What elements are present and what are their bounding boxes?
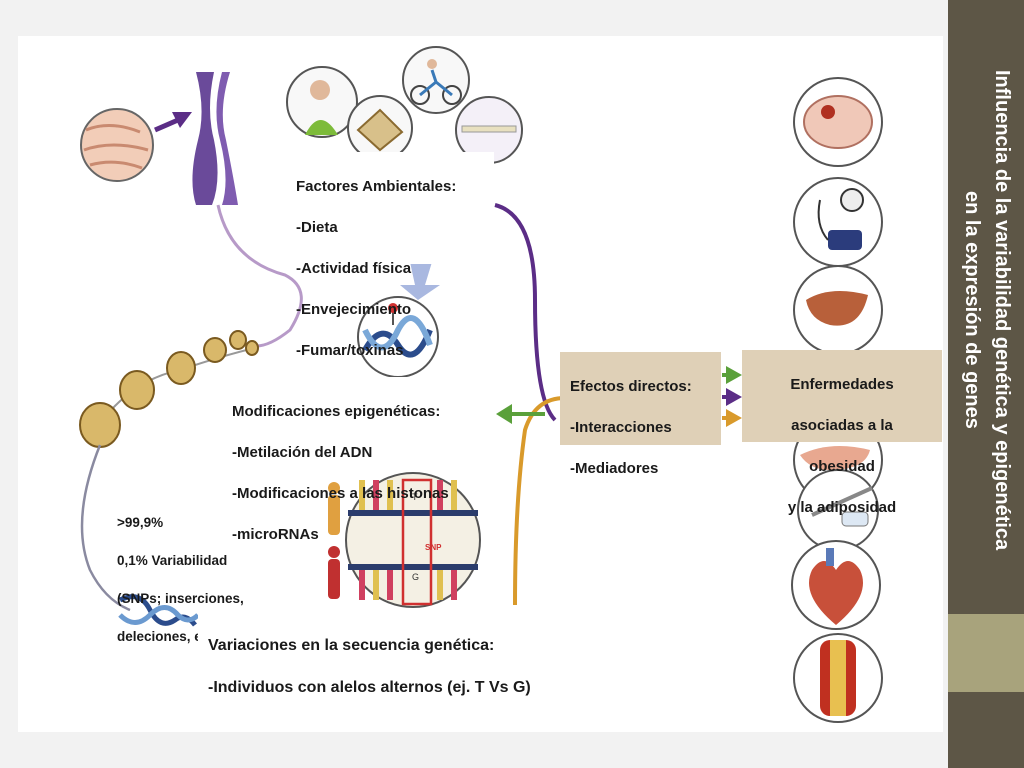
cell-to-chromosome-arrow xyxy=(154,117,179,133)
cell-tissue-icon xyxy=(80,108,154,182)
disease-line: asociadas a la xyxy=(791,416,893,434)
liver-icon xyxy=(793,265,883,355)
environmental-factors-box: Factores Ambientales: -Dieta -Actividad … xyxy=(286,152,494,359)
cell-to-chromosome-arrowhead xyxy=(172,112,192,128)
environmental-factors-heading: Factores Ambientales: xyxy=(296,177,457,195)
blood-pressure-icon xyxy=(793,177,883,267)
cyclist-icon xyxy=(402,46,470,114)
environmental-factor-item: -Envejecimiento xyxy=(296,300,412,318)
orange-connector xyxy=(513,396,566,606)
disease-line: obesidad xyxy=(809,457,875,475)
epigenetic-heading: Modificaciones epigenéticas: xyxy=(232,402,441,420)
factors-to-dna-arrow xyxy=(400,262,440,300)
environmental-factor-item: -Actividad física xyxy=(296,259,412,277)
nucleosome-chain-icon xyxy=(79,330,259,448)
sequence-heading: Variaciones en la secuencia genética: xyxy=(208,637,495,654)
direct-effects-heading: Efectos directos: xyxy=(570,377,692,395)
heart-icon xyxy=(791,540,881,630)
variability-line: (SNPs; inserciones, xyxy=(117,591,244,606)
dna-thread xyxy=(216,204,303,348)
obesity-diseases-box: Enfermedades asociadas a la obesidad y l… xyxy=(742,350,942,516)
snp-bottom-base: G xyxy=(412,572,419,582)
green-arrow-left-head xyxy=(496,404,512,424)
environmental-factor-item: -Dieta xyxy=(296,218,338,236)
person-red-icon xyxy=(328,546,340,599)
artery-icon xyxy=(793,633,883,723)
snp-top-base: T xyxy=(412,492,418,502)
direct-effects-box: Efectos directos: -Interacciones -Mediad… xyxy=(560,352,721,477)
sequence-item: -Individuos con alelos alternos (ej. T V… xyxy=(208,679,531,696)
sequence-variations-box: Variaciones en la secuencia genética: -I… xyxy=(198,608,576,696)
purple-arrow-right-head xyxy=(726,388,742,406)
insulin-syringe-icon xyxy=(797,469,879,551)
epigenetic-item: -microRNAs xyxy=(232,525,319,543)
food-icon xyxy=(347,95,413,161)
methylated-dna-icon xyxy=(357,296,439,378)
snp-sequence-icon: T SNP G xyxy=(345,472,481,608)
variability-text: >99,9% 0,1% Variabilidad (SNPs; insercio… xyxy=(113,494,273,665)
epigenetic-modifications-box: Modificaciones epigenéticas: -Metilación… xyxy=(222,377,496,543)
variability-line: >99,9% xyxy=(117,515,164,530)
environmental-factor-item: -Fumar/toxinas xyxy=(296,341,404,359)
purple-connector xyxy=(494,203,557,422)
aging-woman-icon xyxy=(286,66,358,138)
chromosome-icon xyxy=(192,72,238,205)
direct-effects-item: -Mediadores xyxy=(570,459,659,477)
variability-line: 0,1% Variabilidad xyxy=(117,553,228,568)
person-orange-icon xyxy=(328,482,340,535)
slide-title: Influencia de la variabilidad genética y… xyxy=(961,69,1013,551)
green-arrow-right-head xyxy=(726,366,742,384)
brain-icon xyxy=(793,77,883,167)
orange-arrow-right-head xyxy=(726,409,742,427)
disease-line: Enfermedades xyxy=(790,375,894,393)
epigenetic-item: -Modificaciones a las histonas xyxy=(232,484,449,502)
epigenetic-item: -Metilación del ADN xyxy=(232,443,373,461)
snp-marker-label: SNP xyxy=(425,543,442,552)
side-panel-accent xyxy=(948,614,1024,692)
dna-thread-lower xyxy=(80,444,131,612)
direct-effects-item: -Interacciones xyxy=(570,418,672,436)
disease-line: y la adiposidad xyxy=(787,498,897,516)
dna-helix-icon xyxy=(118,594,200,627)
